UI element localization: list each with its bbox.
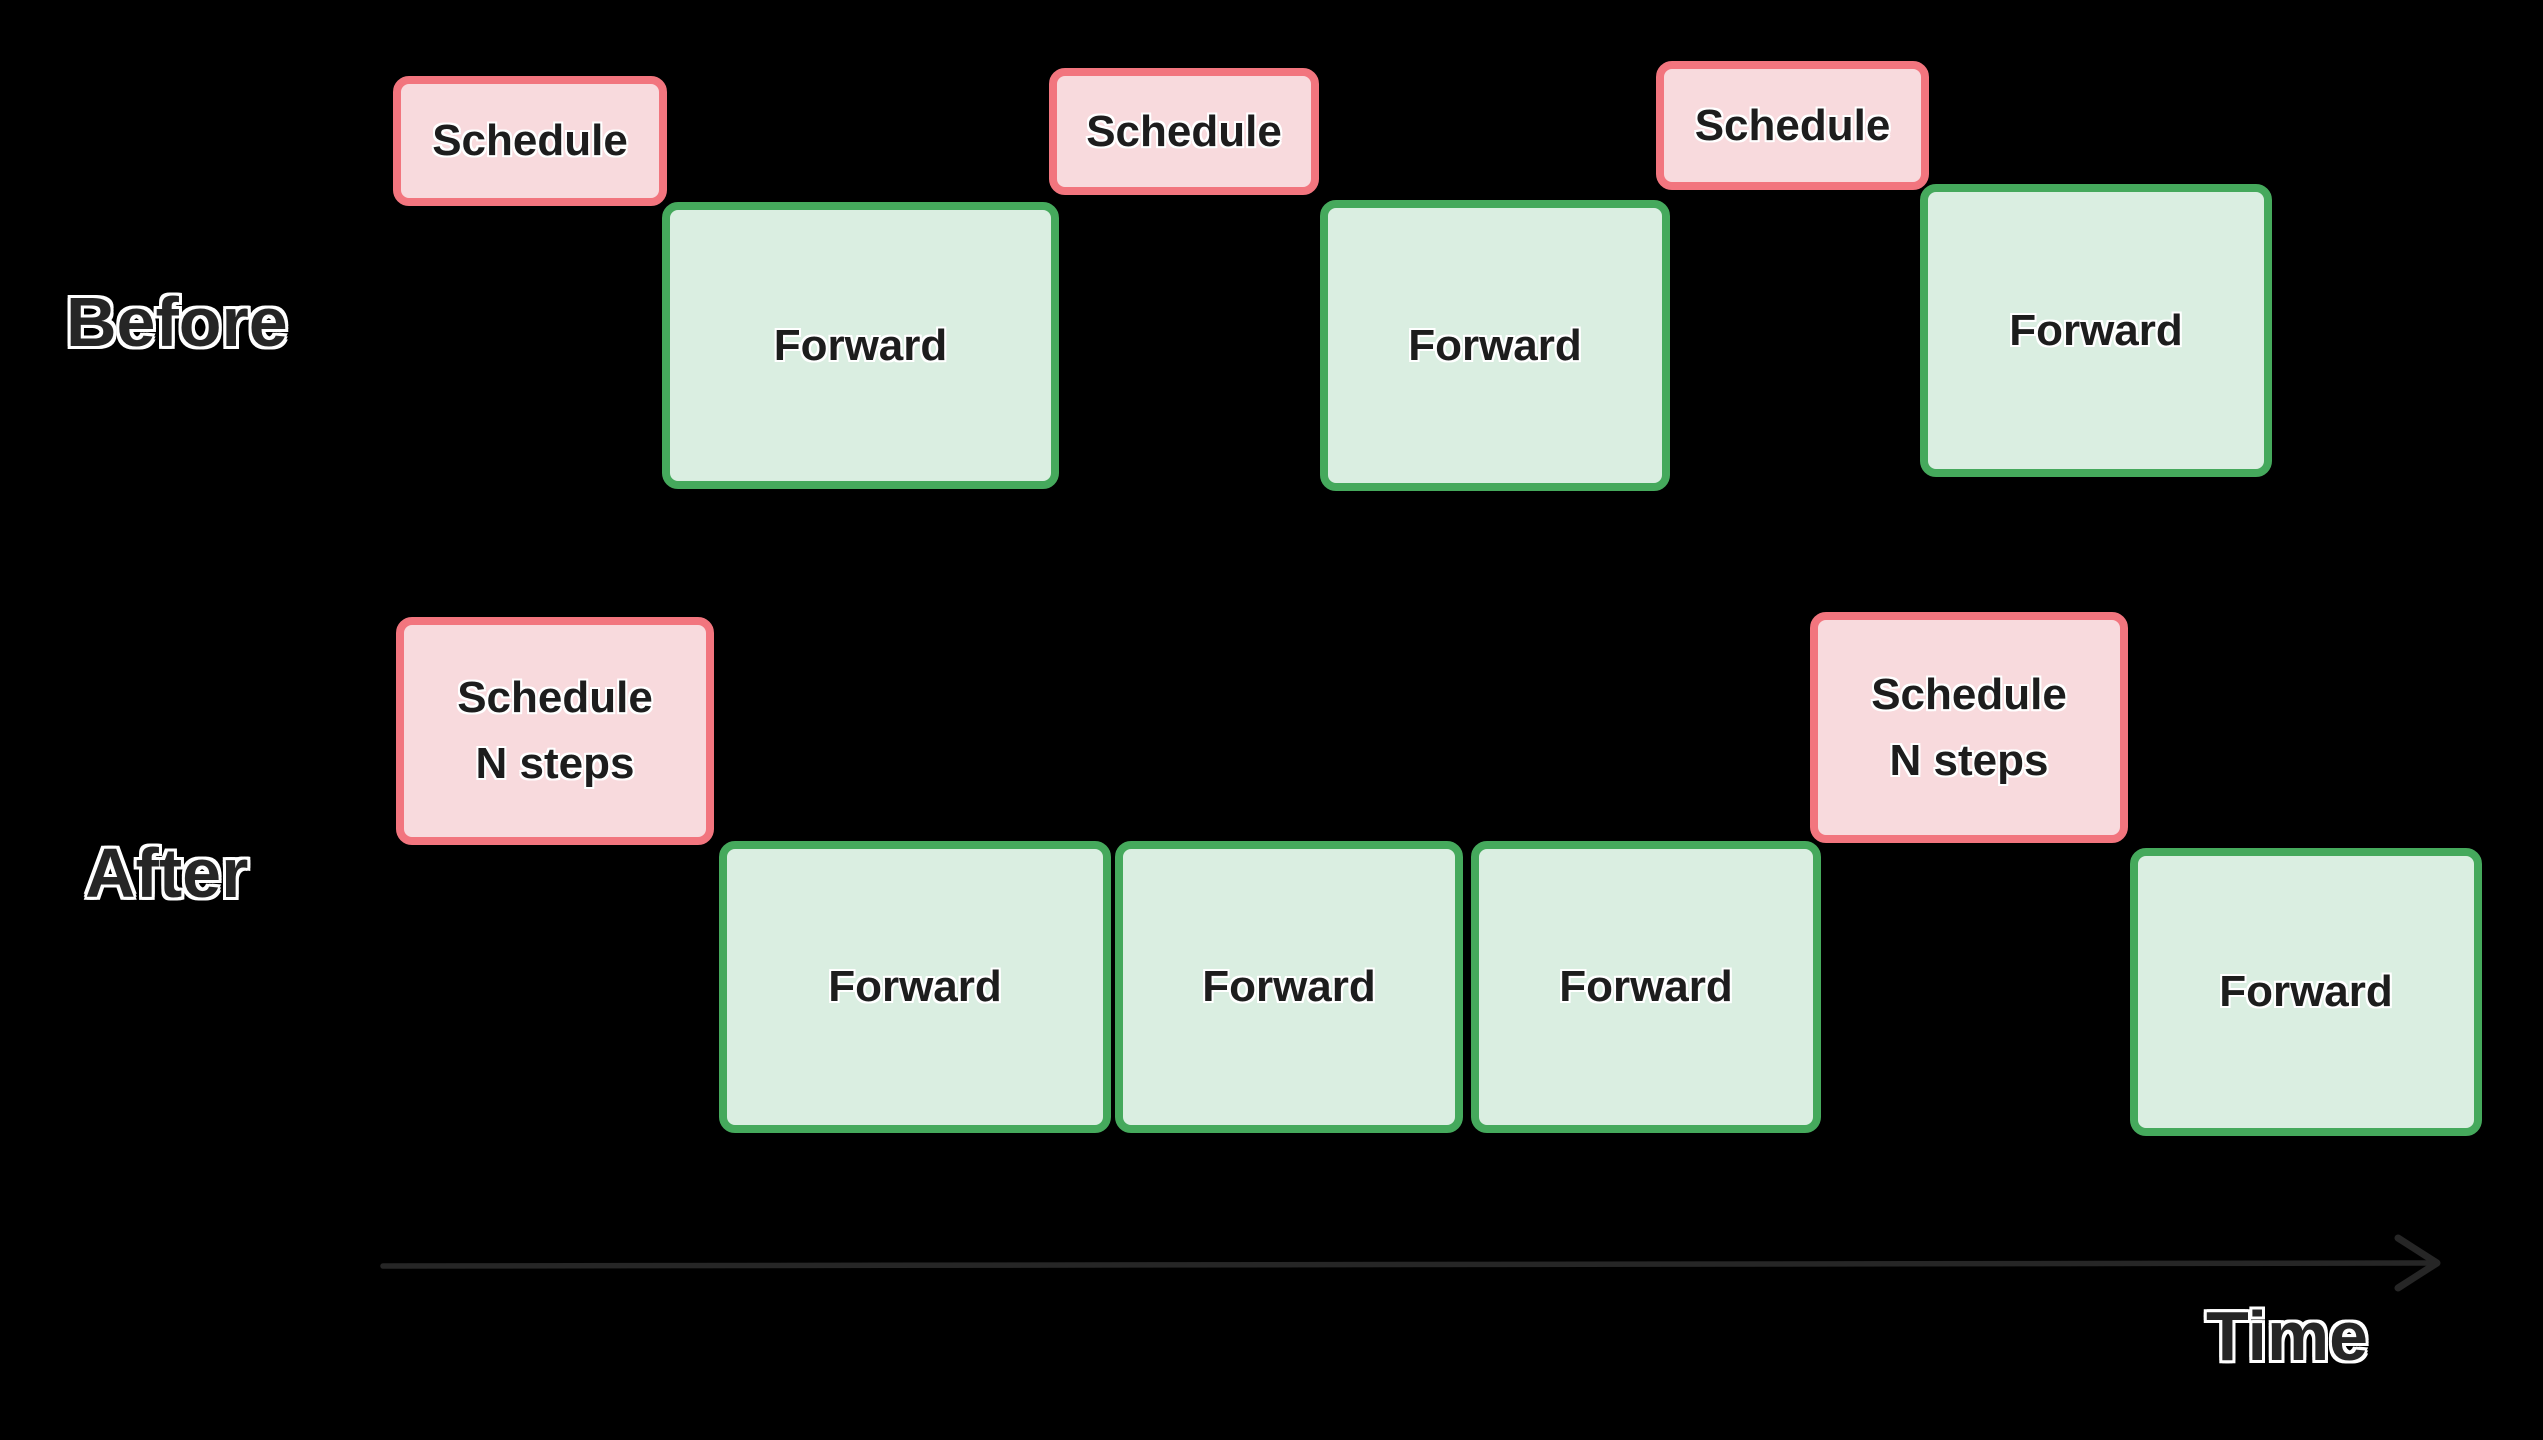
before-schedule-box-3: Schedule: [1656, 61, 1929, 190]
after-forward-box-2: Forward: [1115, 841, 1463, 1133]
after-forward-label-1: Forward: [828, 962, 1002, 1011]
after-forward-label-4: Forward: [2219, 967, 2393, 1016]
before-schedule-box-1: Schedule: [393, 76, 667, 206]
before-forward-label-2: Forward: [1408, 320, 1582, 370]
after-label: After: [85, 834, 249, 912]
before-schedule-label-3: Schedule: [1694, 100, 1891, 150]
after-forward-box-3: Forward: [1471, 841, 1821, 1133]
time-label: Time: [2206, 1297, 2369, 1375]
after-schedule-label-1-line1: Schedule: [457, 673, 653, 722]
before-schedule-label-1: Schedule: [432, 116, 628, 165]
after-schedule-label-2-line1: Schedule: [1871, 669, 2067, 719]
before-forward-label-3: Forward: [2009, 305, 2183, 355]
before-schedule-label-2: Schedule: [1086, 106, 1282, 156]
after-forward-box-1: Forward: [719, 841, 1111, 1133]
after-forward-box-4: Forward: [2130, 848, 2482, 1136]
after-schedule-box-2: Schedule N steps: [1810, 612, 2128, 843]
before-forward-box-1: Forward: [662, 202, 1059, 489]
after-forward-label-3: Forward: [1559, 962, 1733, 1011]
time-arrow-icon: [380, 1234, 2441, 1292]
after-schedule-label-2-line2: N steps: [1889, 735, 2049, 785]
before-schedule-box-2: Schedule: [1049, 68, 1319, 195]
before-forward-box-2: Forward: [1320, 200, 1670, 491]
after-schedule-box-1: Schedule N steps: [396, 617, 714, 845]
before-forward-box-3: Forward: [1920, 184, 2272, 477]
before-label: Before: [66, 283, 288, 361]
after-schedule-label-1-line2: N steps: [475, 739, 635, 788]
before-forward-label-1: Forward: [773, 320, 948, 370]
after-forward-label-2: Forward: [1202, 962, 1376, 1011]
